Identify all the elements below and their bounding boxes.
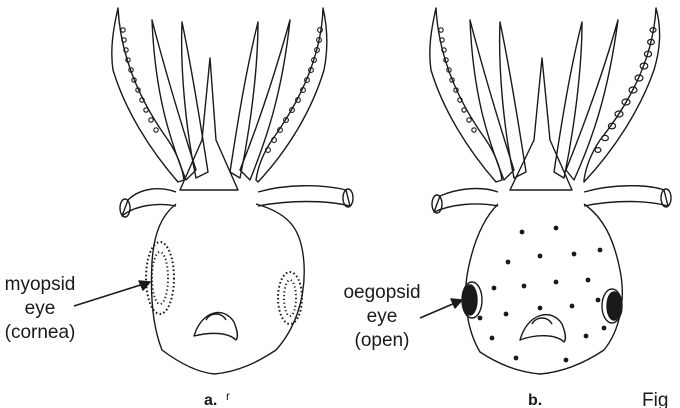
pointer-arrowhead-b: [451, 299, 462, 308]
arm-left-third-a: [182, 22, 208, 178]
arm-right-second-b: [566, 20, 618, 180]
cornea-eye-left-inner: [152, 252, 168, 304]
cornea-eye-left: [146, 242, 174, 314]
arm-left-second-b: [470, 20, 514, 180]
caption-a: a.: [204, 392, 217, 408]
label-group-b: oegopsid eye (open): [343, 282, 420, 351]
label-a-line-1: myopsid: [5, 274, 76, 295]
arm-right-second-a: [240, 20, 290, 180]
open-eye-left: [463, 285, 477, 315]
open-eye-right: [607, 292, 621, 320]
label-b-line-2: eye: [367, 306, 398, 327]
funnel-a: [180, 58, 238, 190]
label-b-line-1: oegopsid: [343, 282, 420, 303]
arm-right-outer-b: [584, 8, 660, 182]
figure-label: Fig: [642, 390, 668, 408]
mouth-b: [532, 318, 552, 324]
arm-right-third-b: [554, 22, 582, 178]
sucker-row-right-a: [266, 28, 323, 153]
label-group-a: myopsid eye (cornea): [5, 274, 76, 343]
chromatophore-spots: [478, 226, 607, 363]
label-b-line-3: (open): [355, 330, 410, 351]
pointer-arrow-a: [74, 282, 150, 306]
panel-a: [74, 8, 353, 374]
mouth-notch-b: [520, 315, 565, 342]
mouth-notch-a: [194, 313, 237, 340]
arm-left-third-b: [500, 22, 526, 178]
tentacle-stalk-left-b: [434, 189, 498, 212]
arm-left-second-a: [152, 20, 196, 180]
head-body-a: [151, 204, 304, 374]
label-a-line-2: eye: [25, 298, 56, 319]
caption-a-mark: r: [226, 389, 230, 403]
tentacle-stalk-right-b: [584, 186, 668, 206]
panel-b: [420, 8, 671, 374]
caption-b: b.: [528, 392, 542, 408]
funnel-b: [510, 58, 572, 190]
head-body-b: [466, 204, 623, 374]
cornea-eye-right-inner: [284, 280, 296, 316]
pointer-arrowhead-a: [139, 281, 150, 290]
arm-right-third-a: [230, 22, 258, 178]
tentacle-stalk-right-a: [258, 186, 350, 206]
label-a-line-3: (cornea): [5, 322, 76, 343]
